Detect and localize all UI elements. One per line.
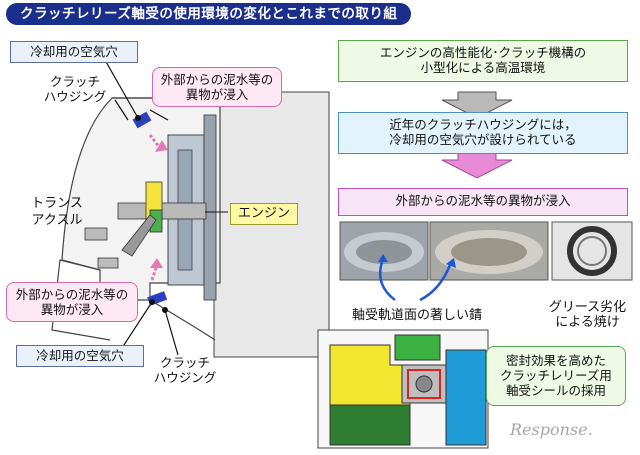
flow-arrow-2 [441, 151, 513, 179]
ingress-label-top: 外部からの泥水等の 異物が浸入 [152, 67, 282, 107]
page-title: クラッチレリーズ軸受の使用環境の変化とこれまでの取り組み [6, 3, 411, 44]
cooling-hole-label-top: 冷却用の空気穴 [10, 41, 138, 63]
ingress-arrow-bottom [150, 258, 163, 281]
transaxle-label: トランス アクスル [31, 196, 83, 228]
seal-adoption-box: 密封効果を高めた クラッチレリーズ用 軸受シールの採用 [486, 346, 626, 406]
response-watermark: Response. [510, 420, 593, 439]
grease-caption: グリース劣化 による焼け [548, 300, 627, 330]
step-high-temp: エンジンの高性能化･クラッチ機構の 小型化による高温環境 [338, 40, 628, 82]
flow-arrow-1 [441, 91, 513, 119]
ingress-label-bottom: 外部からの泥水等の 異物が浸入 [6, 282, 138, 322]
cooling-hole-top-marker [132, 111, 152, 129]
step-cooling-hole: 近年のクラッチハウジングには， 冷却用の空気穴が設けられている [338, 112, 628, 154]
rust-caption: 軸受軌道面の著しい錆 [352, 308, 483, 323]
seal-cross-section [317, 329, 489, 449]
step-ingress: 外部からの泥水等の異物が浸入 [338, 188, 628, 216]
clutch-housing-label-top: クラッチ ハウジング [43, 74, 107, 104]
engine-label: エンジン [230, 203, 298, 225]
ingress-arrow-top [148, 134, 168, 152]
release-fork [121, 214, 157, 257]
clutch-housing-label-bottom: クラッチ ハウジング [153, 355, 217, 385]
cooling-hole-label-bottom: 冷却用の空気穴 [16, 345, 144, 367]
